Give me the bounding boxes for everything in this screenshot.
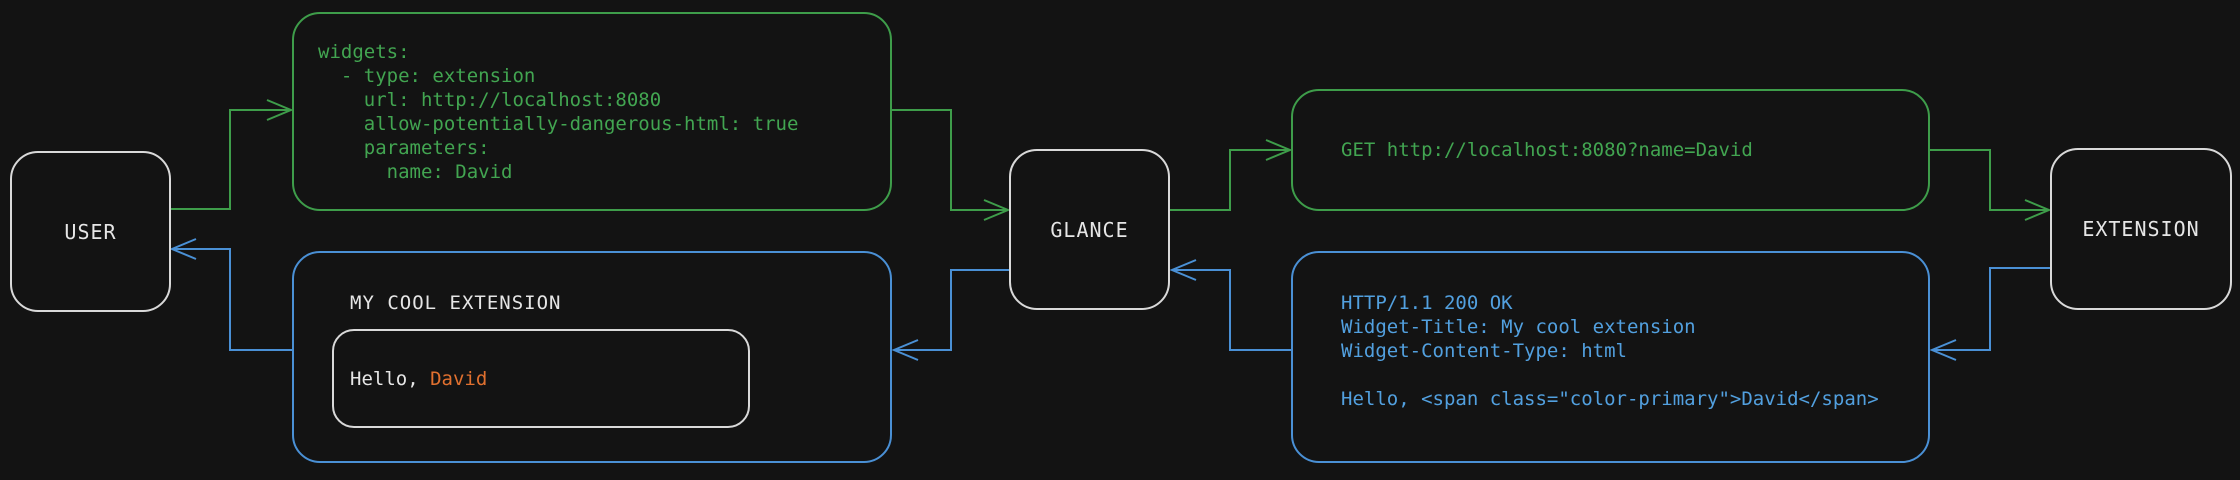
config-line: parameters: [318,137,490,159]
http-response-box: HTTP/1.1 200 OK Widget-Title: My cool ex… [1291,251,1930,463]
widget-preview-box: MY COOL EXTENSION Hello, David [292,251,892,463]
wire [174,248,292,351]
response-line: Widget-Content-Type: html [1341,340,1627,362]
glance-node: GLANCE [1009,149,1170,310]
config-line: name: David [318,161,513,183]
arrowhead-right-icon [983,199,1011,221]
widget-greeting-card: Hello, David [332,329,750,428]
arrowhead-left-icon [169,238,197,260]
response-line: HTTP/1.1 200 OK [1341,292,1513,314]
arrowhead-right-icon [2024,199,2052,221]
response-line: Hello, <span class="color-primary">David… [1341,388,1879,410]
arrowhead-left-icon [1169,259,1197,281]
response-line [1341,363,1928,387]
response-line: Widget-Title: My cool extension [1341,316,1696,338]
config-yaml-box: widgets: - type: extension url: http://l… [292,12,892,211]
widget-title: MY COOL EXTENSION [350,292,562,314]
arrow-glance-to-widget [891,269,1009,361]
wire [1174,269,1291,351]
glance-node-label: GLANCE [1050,217,1129,242]
wire [1930,149,2047,211]
extension-node-label: EXTENSION [2082,217,2200,241]
wire [171,109,289,210]
arrowhead-left-icon [1929,339,1957,361]
wire [1170,149,1288,211]
wire [1934,267,2050,351]
arrowhead-right-icon [1265,139,1293,161]
wire [891,109,1006,211]
config-line: - type: extension [318,65,536,87]
arrowhead-right-icon [266,99,294,121]
arrow-request-to-extension [1930,149,2052,221]
request-line: GET http://localhost:8080?name=David [1341,139,1753,161]
greeting-prefix: Hello, [350,367,431,390]
user-node: USER [10,151,171,312]
wire [896,269,1009,351]
greeting-name: David [430,367,488,390]
arrow-config-to-glance [891,109,1011,221]
http-request-box: GET http://localhost:8080?name=David [1291,89,1930,211]
arrowhead-left-icon [891,339,919,361]
config-line: url: http://localhost:8080 [318,89,662,111]
arrow-widget-to-user [169,238,292,351]
arrow-extension-to-response [1929,267,2050,361]
extension-node: EXTENSION [2050,148,2232,310]
arrow-user-to-config [171,99,294,210]
config-line: widgets: [318,41,410,63]
arrow-glance-to-request [1170,139,1293,211]
config-line: allow-potentially-dangerous-html: true [318,113,799,135]
arrow-response-to-glance [1169,259,1291,351]
user-node-label: USER [64,219,117,244]
